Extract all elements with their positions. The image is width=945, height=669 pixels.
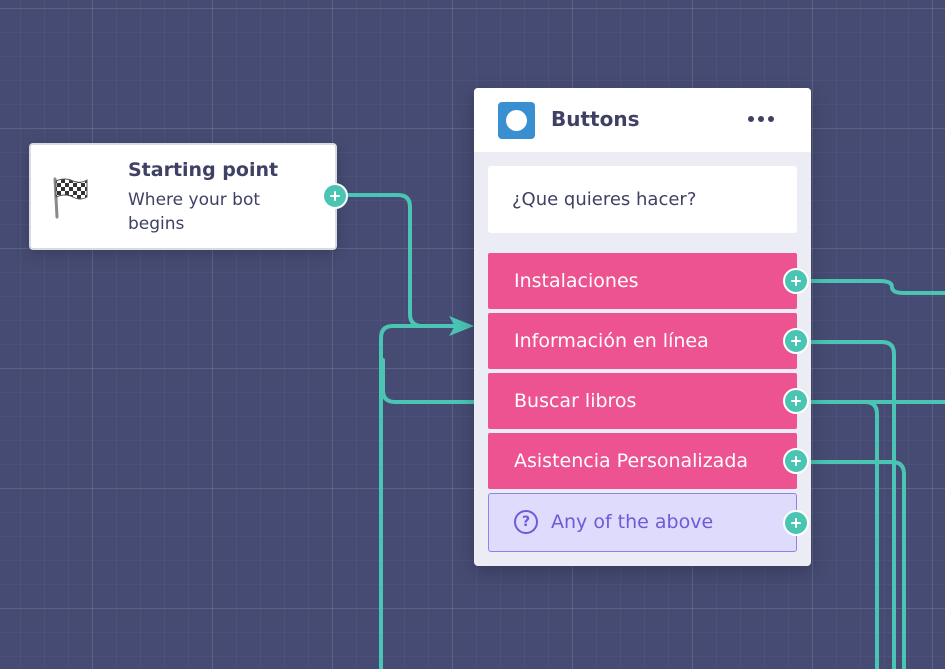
buttons-node-icon — [498, 102, 535, 139]
choice-button-buscar-libros[interactable]: Buscar libros — [488, 373, 797, 429]
connector-instalaciones — [808, 279, 945, 295]
arrow-head-icon — [449, 316, 474, 336]
add-connection-port-fallback[interactable] — [783, 510, 809, 536]
connector-buscar-down — [808, 400, 879, 669]
add-connection-port-buscar-libros[interactable] — [783, 388, 809, 414]
node-title: Starting point — [128, 159, 279, 181]
question-circle-icon: ? — [514, 510, 538, 534]
choice-button-instalaciones[interactable]: Instalaciones — [488, 253, 797, 309]
connector-asistencia — [808, 460, 906, 669]
fallback-any-of-above[interactable]: ? Any of the above — [488, 493, 797, 552]
node-header: Buttons — [474, 88, 811, 152]
add-connection-port-instalaciones[interactable] — [783, 268, 809, 294]
connector-fallback-loop — [381, 358, 476, 404]
choice-button-asistencia[interactable]: Asistencia Personalizada — [488, 433, 797, 489]
more-options-icon[interactable] — [741, 104, 781, 134]
fallback-label: Any of the above — [551, 511, 714, 533]
node-title: Buttons — [551, 107, 640, 131]
add-connection-port-start[interactable] — [322, 183, 348, 209]
connector-informacion — [808, 340, 896, 669]
buttons-node[interactable]: Buttons ¿Que quieres hacer? Instalacione… — [474, 88, 811, 566]
node-description: Where your bot begins — [128, 190, 261, 234]
connector-start-to-buttons — [347, 193, 464, 328]
add-connection-port-asistencia[interactable] — [783, 448, 809, 474]
checkered-flag-icon — [53, 177, 88, 219]
question-message[interactable]: ¿Que quieres hacer? — [488, 166, 797, 233]
connector-loop-back — [379, 324, 464, 669]
starting-point-node[interactable]: Starting point Where your bot begins — [29, 143, 337, 250]
choice-button-informacion[interactable]: Información en línea — [488, 313, 797, 369]
add-connection-port-informacion[interactable] — [783, 328, 809, 354]
